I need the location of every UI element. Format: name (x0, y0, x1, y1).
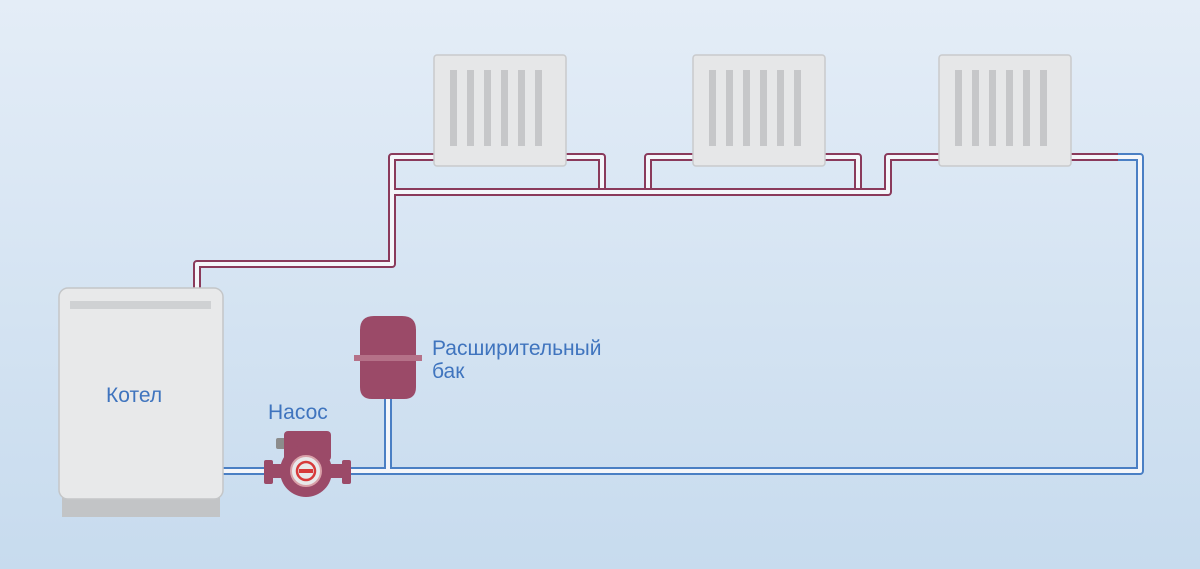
radiator-2 (692, 54, 826, 167)
radiator-1-outlet (565, 153, 606, 188)
pump-label: Насос (268, 401, 328, 424)
supply-riser (193, 153, 940, 292)
radiator-2-outlet (823, 153, 862, 188)
radiator-3 (938, 54, 1072, 167)
radiator-2-inlet (644, 153, 695, 188)
return-main (222, 153, 1144, 475)
tank-label-line-1: Расширительный (432, 337, 602, 360)
boiler (58, 287, 224, 517)
pump (264, 431, 351, 497)
radiator-1 (433, 54, 567, 167)
supply-branch-1 (388, 153, 435, 192)
expansion-tank (354, 316, 422, 399)
supply-pipes (193, 153, 1118, 292)
tank-label-line-2: бак (432, 360, 465, 383)
boiler-label: Котел (106, 384, 163, 407)
return-pipes (222, 153, 1144, 475)
